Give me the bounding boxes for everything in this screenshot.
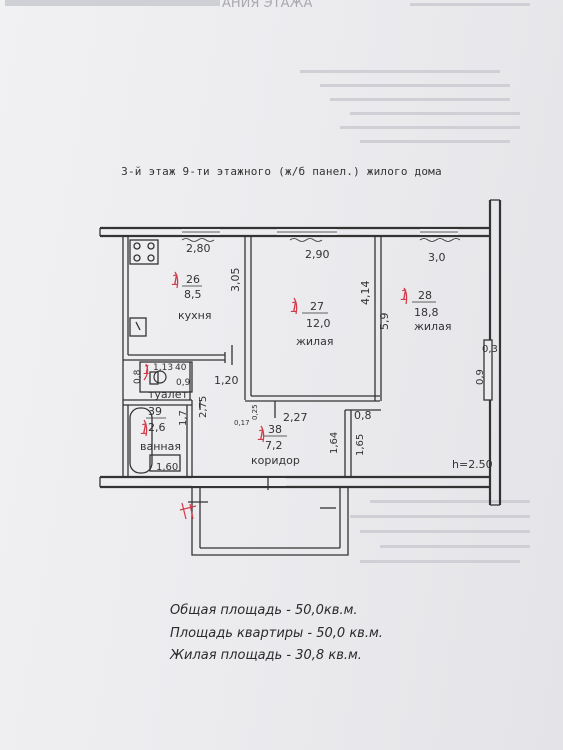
toilet-area: 0,9 bbox=[176, 378, 191, 388]
summary-total: Общая площадь - 50,0кв.м. bbox=[170, 603, 358, 618]
red-check-corridor bbox=[260, 425, 265, 443]
dim-1-7: 1,7 bbox=[178, 410, 189, 426]
living2-area: 18,8 bbox=[414, 306, 439, 319]
bath-number: 39 bbox=[148, 405, 162, 418]
bath-area: 2,6 bbox=[148, 421, 166, 434]
dim-2-75: 2,75 bbox=[198, 396, 209, 418]
plan-title: 3-й этаж 9-ти этажного (ж/б панел.) жило… bbox=[121, 165, 442, 178]
dim-2-27: 2,27 bbox=[283, 411, 308, 424]
dim-1-64: 1,64 bbox=[329, 432, 340, 454]
corridor-name: коридор bbox=[251, 454, 300, 467]
dim-5-9: 5,9 bbox=[378, 313, 391, 331]
dim-0-8-left: 0,8 bbox=[133, 369, 143, 384]
toilet-name: туалет bbox=[148, 388, 188, 401]
dim-3-0: 3,0 bbox=[428, 251, 446, 264]
dim-3-05: 3,05 bbox=[229, 268, 242, 293]
red-mark-kitchen: 1 bbox=[171, 273, 180, 289]
dim-1-20: 1,20 bbox=[214, 374, 239, 387]
dim-4-14: 4,14 bbox=[359, 281, 372, 306]
living1-name: жилая bbox=[296, 335, 333, 348]
red-mark-bath: 1 bbox=[140, 422, 149, 438]
red-mark-toilet: 1 bbox=[143, 363, 151, 377]
red-check-kitchen bbox=[174, 271, 179, 289]
summary-living: Жилая площадь - 30,8 кв.м. bbox=[170, 648, 362, 663]
dim-0-9: 0,9 bbox=[475, 369, 486, 385]
kitchen-area: 8,5 bbox=[184, 288, 202, 301]
dim-1-60: 1,60 bbox=[156, 462, 178, 473]
toilet-number-b: 40 bbox=[175, 363, 187, 373]
red-mark-corridor: 1 bbox=[257, 428, 266, 444]
red-mark-balcony bbox=[179, 502, 197, 520]
red-check-toilet bbox=[143, 363, 149, 381]
living1-number: 27 bbox=[310, 300, 324, 313]
corridor-number: 38 bbox=[268, 423, 282, 436]
corridor-area: 7,2 bbox=[265, 439, 283, 452]
red-check-living1 bbox=[293, 297, 298, 315]
living2-name: жилая bbox=[414, 320, 451, 333]
red-check-bath bbox=[143, 419, 148, 437]
ceiling-height: h=2.50 bbox=[452, 458, 493, 471]
toilet-number-a: 1,13 bbox=[153, 363, 173, 373]
dim-2-90: 2,90 bbox=[305, 248, 330, 261]
red-mark-living2: 1 bbox=[400, 288, 409, 304]
dim-0-17: 0,17 bbox=[234, 419, 250, 427]
dim-2-80: 2,80 bbox=[186, 242, 211, 255]
dim-1-65: 1,65 bbox=[355, 434, 366, 456]
living2-number: 28 bbox=[418, 289, 432, 302]
dim-0-25: 0,25 bbox=[251, 404, 259, 420]
bath-name: ванная bbox=[140, 440, 181, 453]
red-check-living2 bbox=[403, 287, 408, 305]
kitchen-number: 26 bbox=[186, 273, 200, 286]
summary-apartment: Площадь квартиры - 50,0 кв.м. bbox=[170, 626, 383, 641]
kitchen-name: кухня bbox=[178, 309, 211, 322]
red-mark-living1: 1 bbox=[290, 300, 299, 316]
dim-0-3: 0,3 bbox=[482, 344, 498, 355]
dim-0-8-right: 0,8 bbox=[354, 409, 372, 422]
living1-area: 12,0 bbox=[306, 317, 331, 330]
